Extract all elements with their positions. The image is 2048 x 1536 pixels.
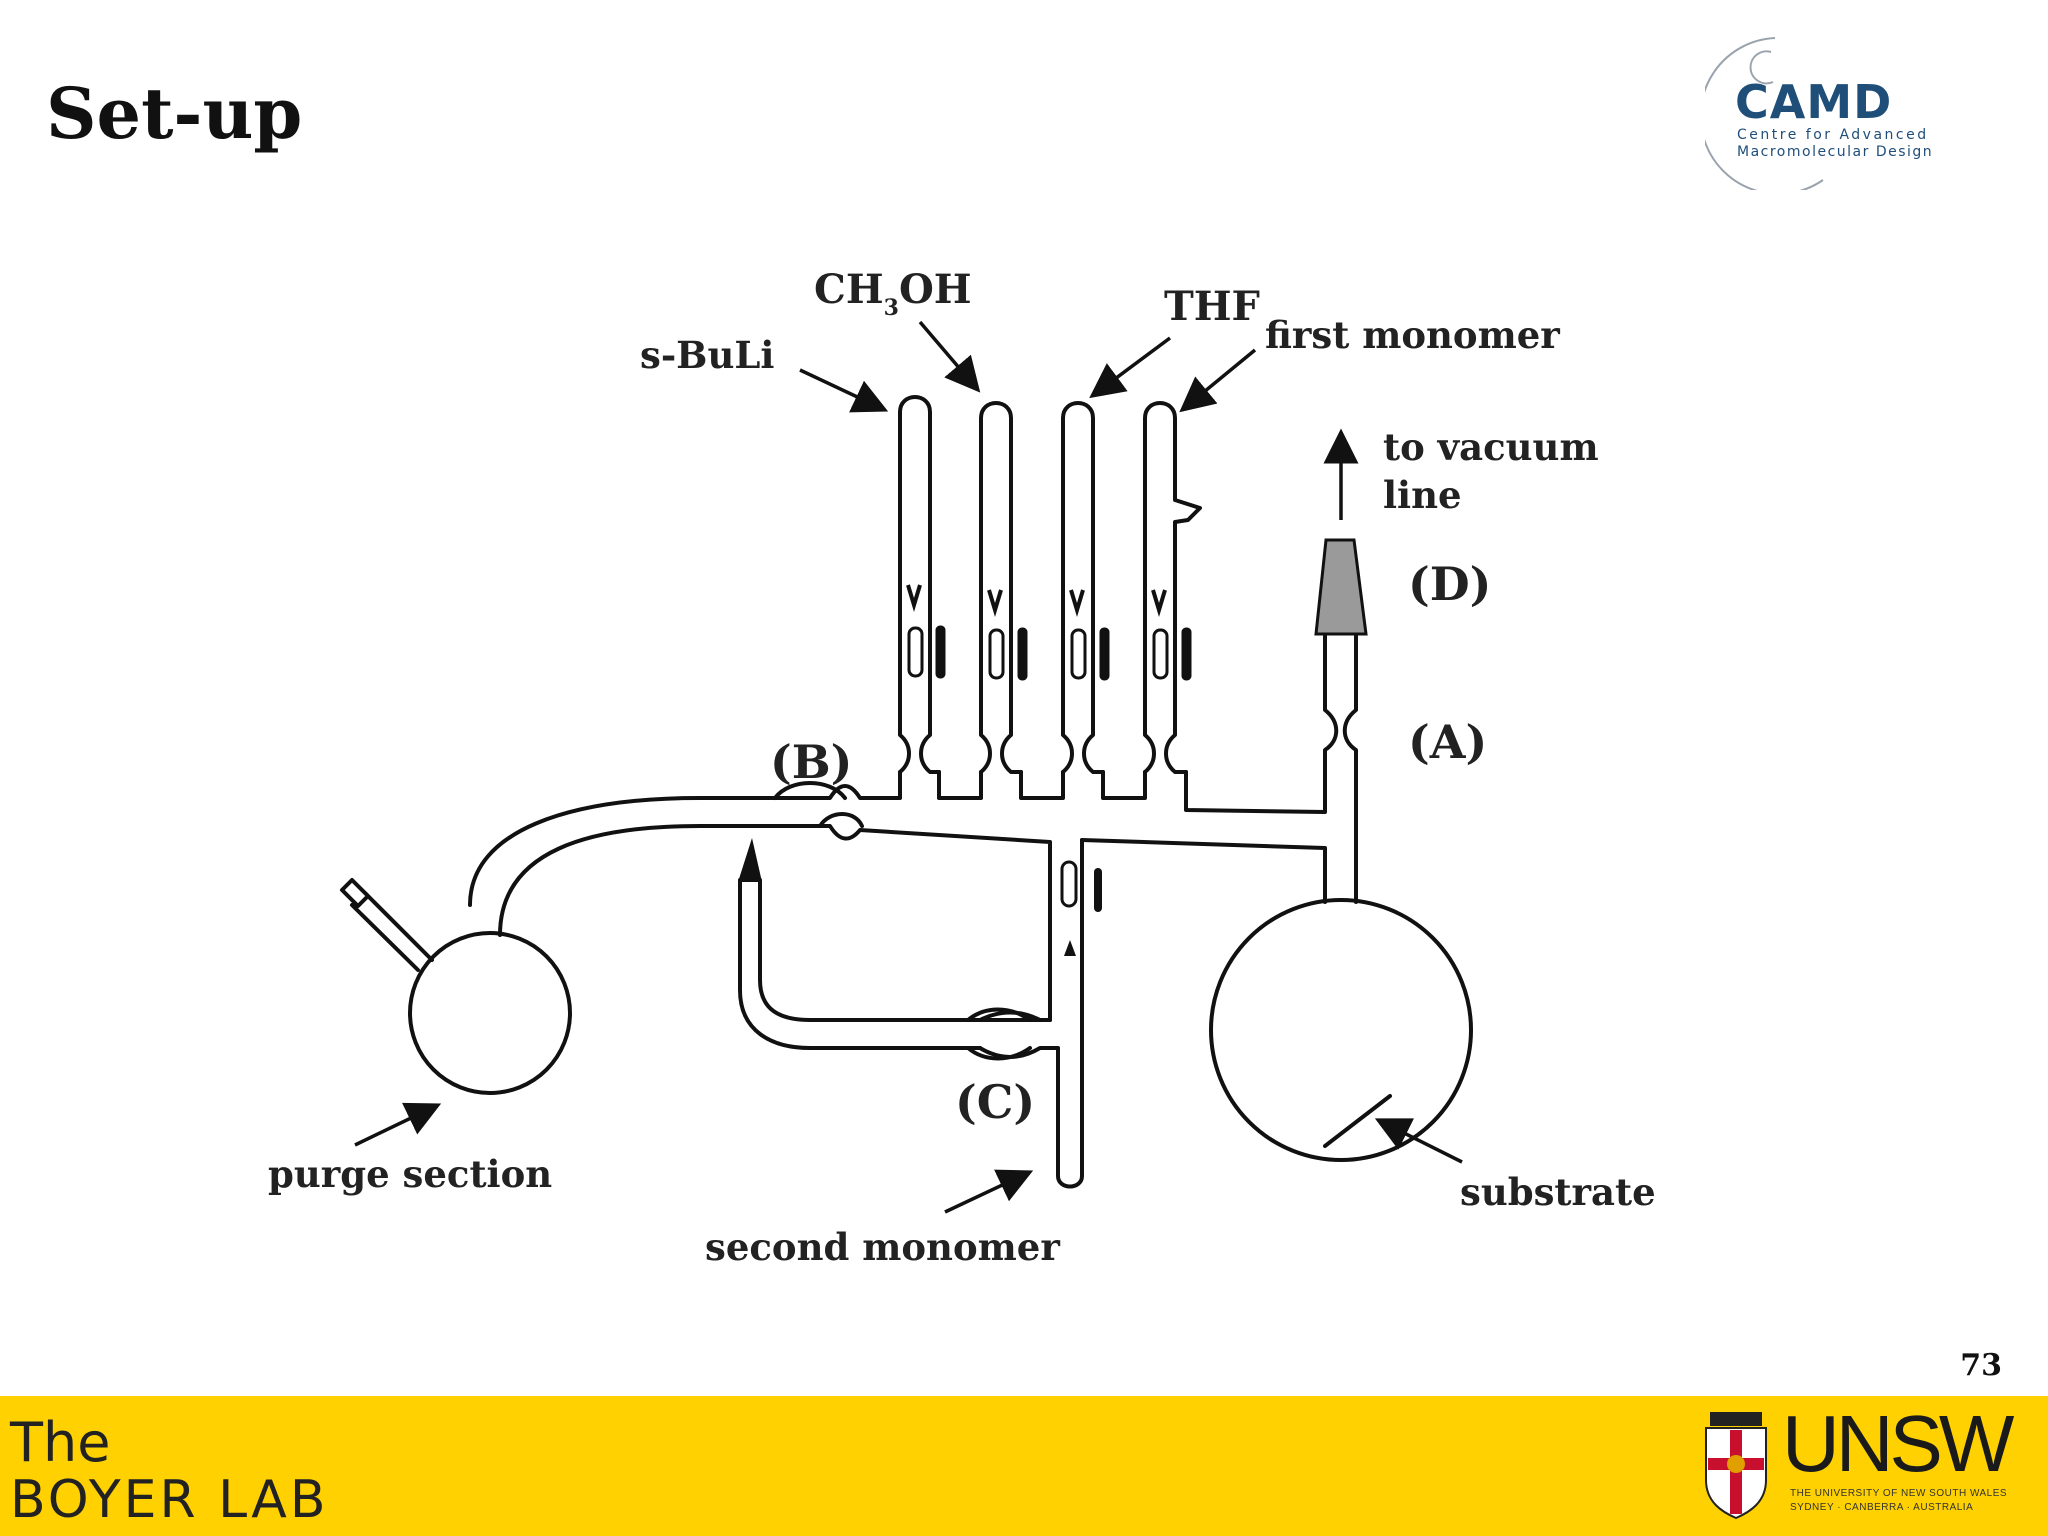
label-c: (C) bbox=[955, 1075, 1035, 1129]
arrow-substrate bbox=[1374, 1118, 1463, 1164]
label-thf: THF bbox=[1164, 283, 1260, 330]
label-purge-section: purge section bbox=[268, 1152, 552, 1196]
stopcock-b bbox=[773, 781, 864, 828]
manifold-tube bbox=[698, 770, 1358, 1189]
stopcock-c bbox=[966, 1007, 1032, 1061]
page-number: 73 bbox=[1960, 1348, 2002, 1383]
label-ch3oh: CH3OH bbox=[814, 266, 972, 321]
unsw-crest-icon bbox=[1705, 1412, 1767, 1520]
return-loop bbox=[738, 878, 982, 1050]
camd-wordmark: CAMD bbox=[1735, 75, 1892, 129]
arrow-purge bbox=[354, 1102, 442, 1147]
ampoule-first-monomer bbox=[1143, 401, 1202, 774]
arrow-ch3oh bbox=[918, 320, 981, 393]
camd-logo: CAMD Centre for Advanced Macromolecular … bbox=[1705, 37, 1933, 190]
ampoule-sbuli bbox=[898, 395, 941, 774]
unsw-wordmark: UNSW bbox=[1782, 1399, 2014, 1488]
slide-title: Set-up bbox=[46, 72, 303, 155]
label-line: line bbox=[1383, 473, 1462, 517]
purge-section bbox=[340, 796, 702, 1095]
label-second-monomer: second monomer bbox=[705, 1225, 1060, 1269]
arrow-second-monomer bbox=[944, 1169, 1034, 1214]
camd-small-arc bbox=[1749, 50, 1774, 85]
camd-arc bbox=[1705, 37, 1824, 190]
loop-arrow-head bbox=[738, 838, 762, 882]
label-a: (A) bbox=[1408, 715, 1487, 769]
second-monomer-breakseal bbox=[1060, 860, 1102, 956]
arrow-first-monomer bbox=[1179, 348, 1257, 413]
apparatus-diagram: s-BuLi CH3OH THF first monomer to vacuum… bbox=[268, 266, 1656, 1269]
label-sbuli: s-BuLi bbox=[640, 333, 774, 377]
label-b: (B) bbox=[770, 735, 852, 789]
vacuum-line bbox=[1323, 634, 1358, 782]
arrow-sbuli bbox=[799, 368, 889, 413]
joint-d bbox=[1314, 538, 1368, 636]
camd-line2: Macromolecular Design bbox=[1737, 144, 1933, 160]
unsw-subtitle-2: SYDNEY · CANBERRA · AUSTRALIA bbox=[1790, 1502, 1974, 1513]
lab-name: BOYER LAB bbox=[10, 1470, 329, 1530]
ampoule-ch3oh bbox=[979, 401, 1023, 774]
label-substrate: substrate bbox=[1460, 1170, 1656, 1214]
lab-name-the: The bbox=[10, 1411, 111, 1474]
unsw-subtitle-1: THE UNIVERSITY OF NEW SOUTH WALES bbox=[1790, 1488, 2008, 1499]
label-to-vacuum: to vacuum bbox=[1383, 425, 1599, 469]
substrate-flask bbox=[1209, 898, 1473, 1162]
ampoule-thf bbox=[1061, 401, 1105, 774]
footer-bar: The BOYER LAB UNSW THE UNIVERSITY OF NEW… bbox=[0, 1396, 2048, 1536]
camd-line1: Centre for Advanced bbox=[1737, 127, 1929, 143]
label-first-monomer: first monomer bbox=[1265, 313, 1560, 357]
arrow-thf bbox=[1089, 336, 1172, 399]
ampoule-breakseals bbox=[906, 584, 1192, 681]
label-d: (D) bbox=[1408, 557, 1491, 611]
